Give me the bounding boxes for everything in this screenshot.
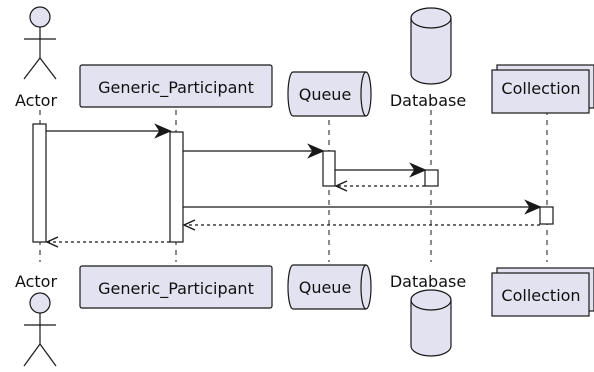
participant-label-actor-bottom: Actor <box>15 272 58 291</box>
activation-queue <box>322 150 336 187</box>
participant-label-generic-top: Generic_Participant <box>98 78 254 98</box>
participant-label-queue-bottom: Queue <box>299 278 352 297</box>
database-cylinder-icon <box>410 289 452 357</box>
participant-label-queue-top: Queue <box>299 85 352 104</box>
activation-collection <box>539 206 554 225</box>
database-cylinder-icon <box>410 7 452 85</box>
activation-database <box>424 169 439 187</box>
message-queue-to-database <box>335 162 427 178</box>
queue-cylinder-icon <box>287 264 372 310</box>
activation-actor <box>32 123 47 243</box>
participant-label-database-bottom: Database <box>390 272 466 291</box>
message-actor-to-generic <box>46 123 172 139</box>
stacked-collection-icon <box>491 267 594 317</box>
participant-box-generic-top <box>79 64 273 108</box>
message-generic-to-queue <box>183 143 325 159</box>
return-generic-to-actor <box>45 236 170 248</box>
activation-generic <box>169 131 184 243</box>
actor-stick-figure-icon <box>23 292 57 367</box>
actor-stick-figure-icon <box>23 6 57 80</box>
return-database-to-queue <box>334 180 425 192</box>
participant-label-database-top: Database <box>390 91 466 110</box>
participant-label-generic-bottom: Generic_Participant <box>98 279 254 299</box>
participant-box-generic-bottom <box>79 265 273 309</box>
participant-label-collection-bottom: Collection <box>501 286 580 305</box>
queue-cylinder-icon <box>287 71 372 117</box>
return-collection-to-generic <box>182 219 540 231</box>
participant-label-collection-top: Collection <box>501 79 580 98</box>
message-generic-to-collection <box>183 199 542 215</box>
participant-label-actor-top: Actor <box>15 91 58 110</box>
stacked-collection-icon <box>491 64 594 114</box>
